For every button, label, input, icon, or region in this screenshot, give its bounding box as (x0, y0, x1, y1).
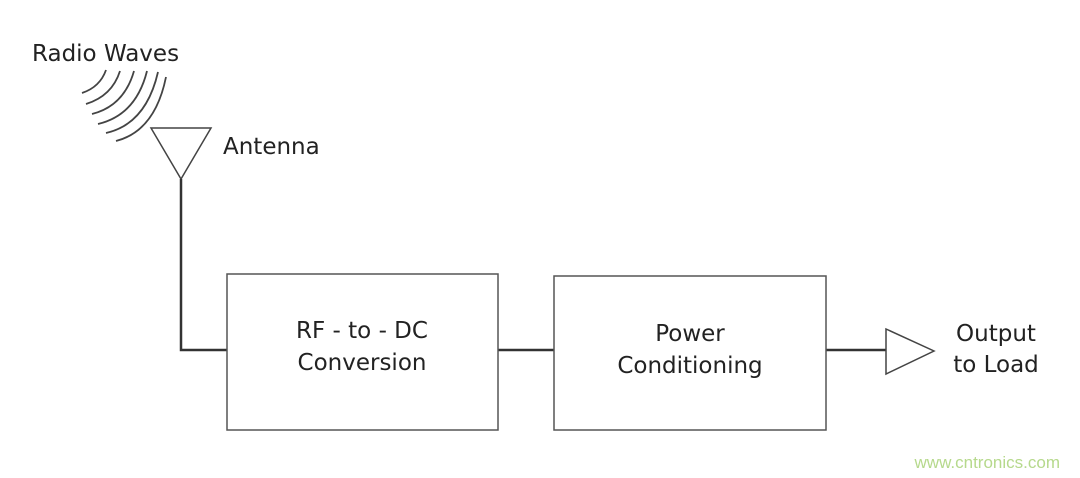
power-conditioning-label-line1: Power (655, 321, 725, 347)
watermark: www.cntronics.com (914, 453, 1060, 472)
radio-wave-arc (115, 76, 167, 142)
radio-waves-icon (81, 69, 167, 142)
radio-wave-arc (81, 69, 107, 94)
power-conditioning-box (553, 275, 827, 431)
radio-wave-arc (105, 71, 159, 134)
radio-wave-arc (85, 70, 121, 105)
rf-to-dc-label-line1: RF - to - DC (296, 318, 428, 344)
power-conditioning-label-line2: Conditioning (617, 353, 762, 379)
output-label-line1: Output (956, 321, 1036, 347)
radio-wave-arc (91, 70, 135, 115)
power-conditioning-block: Power Conditioning (553, 275, 827, 431)
rf-to-dc-block: RF - to - DC Conversion (226, 273, 499, 431)
antenna-icon (149, 127, 213, 181)
output-label-line2: to Load (953, 352, 1039, 378)
output-triangle-icon (885, 327, 936, 376)
rf-to-dc-box (226, 273, 499, 431)
radio-wave-arc (97, 70, 148, 125)
antenna-feed-wire (179, 179, 227, 352)
antenna-label: Antenna (223, 134, 320, 160)
rf-to-dc-label-line2: Conversion (298, 350, 427, 376)
radio-waves-label: Radio Waves (32, 41, 179, 67)
